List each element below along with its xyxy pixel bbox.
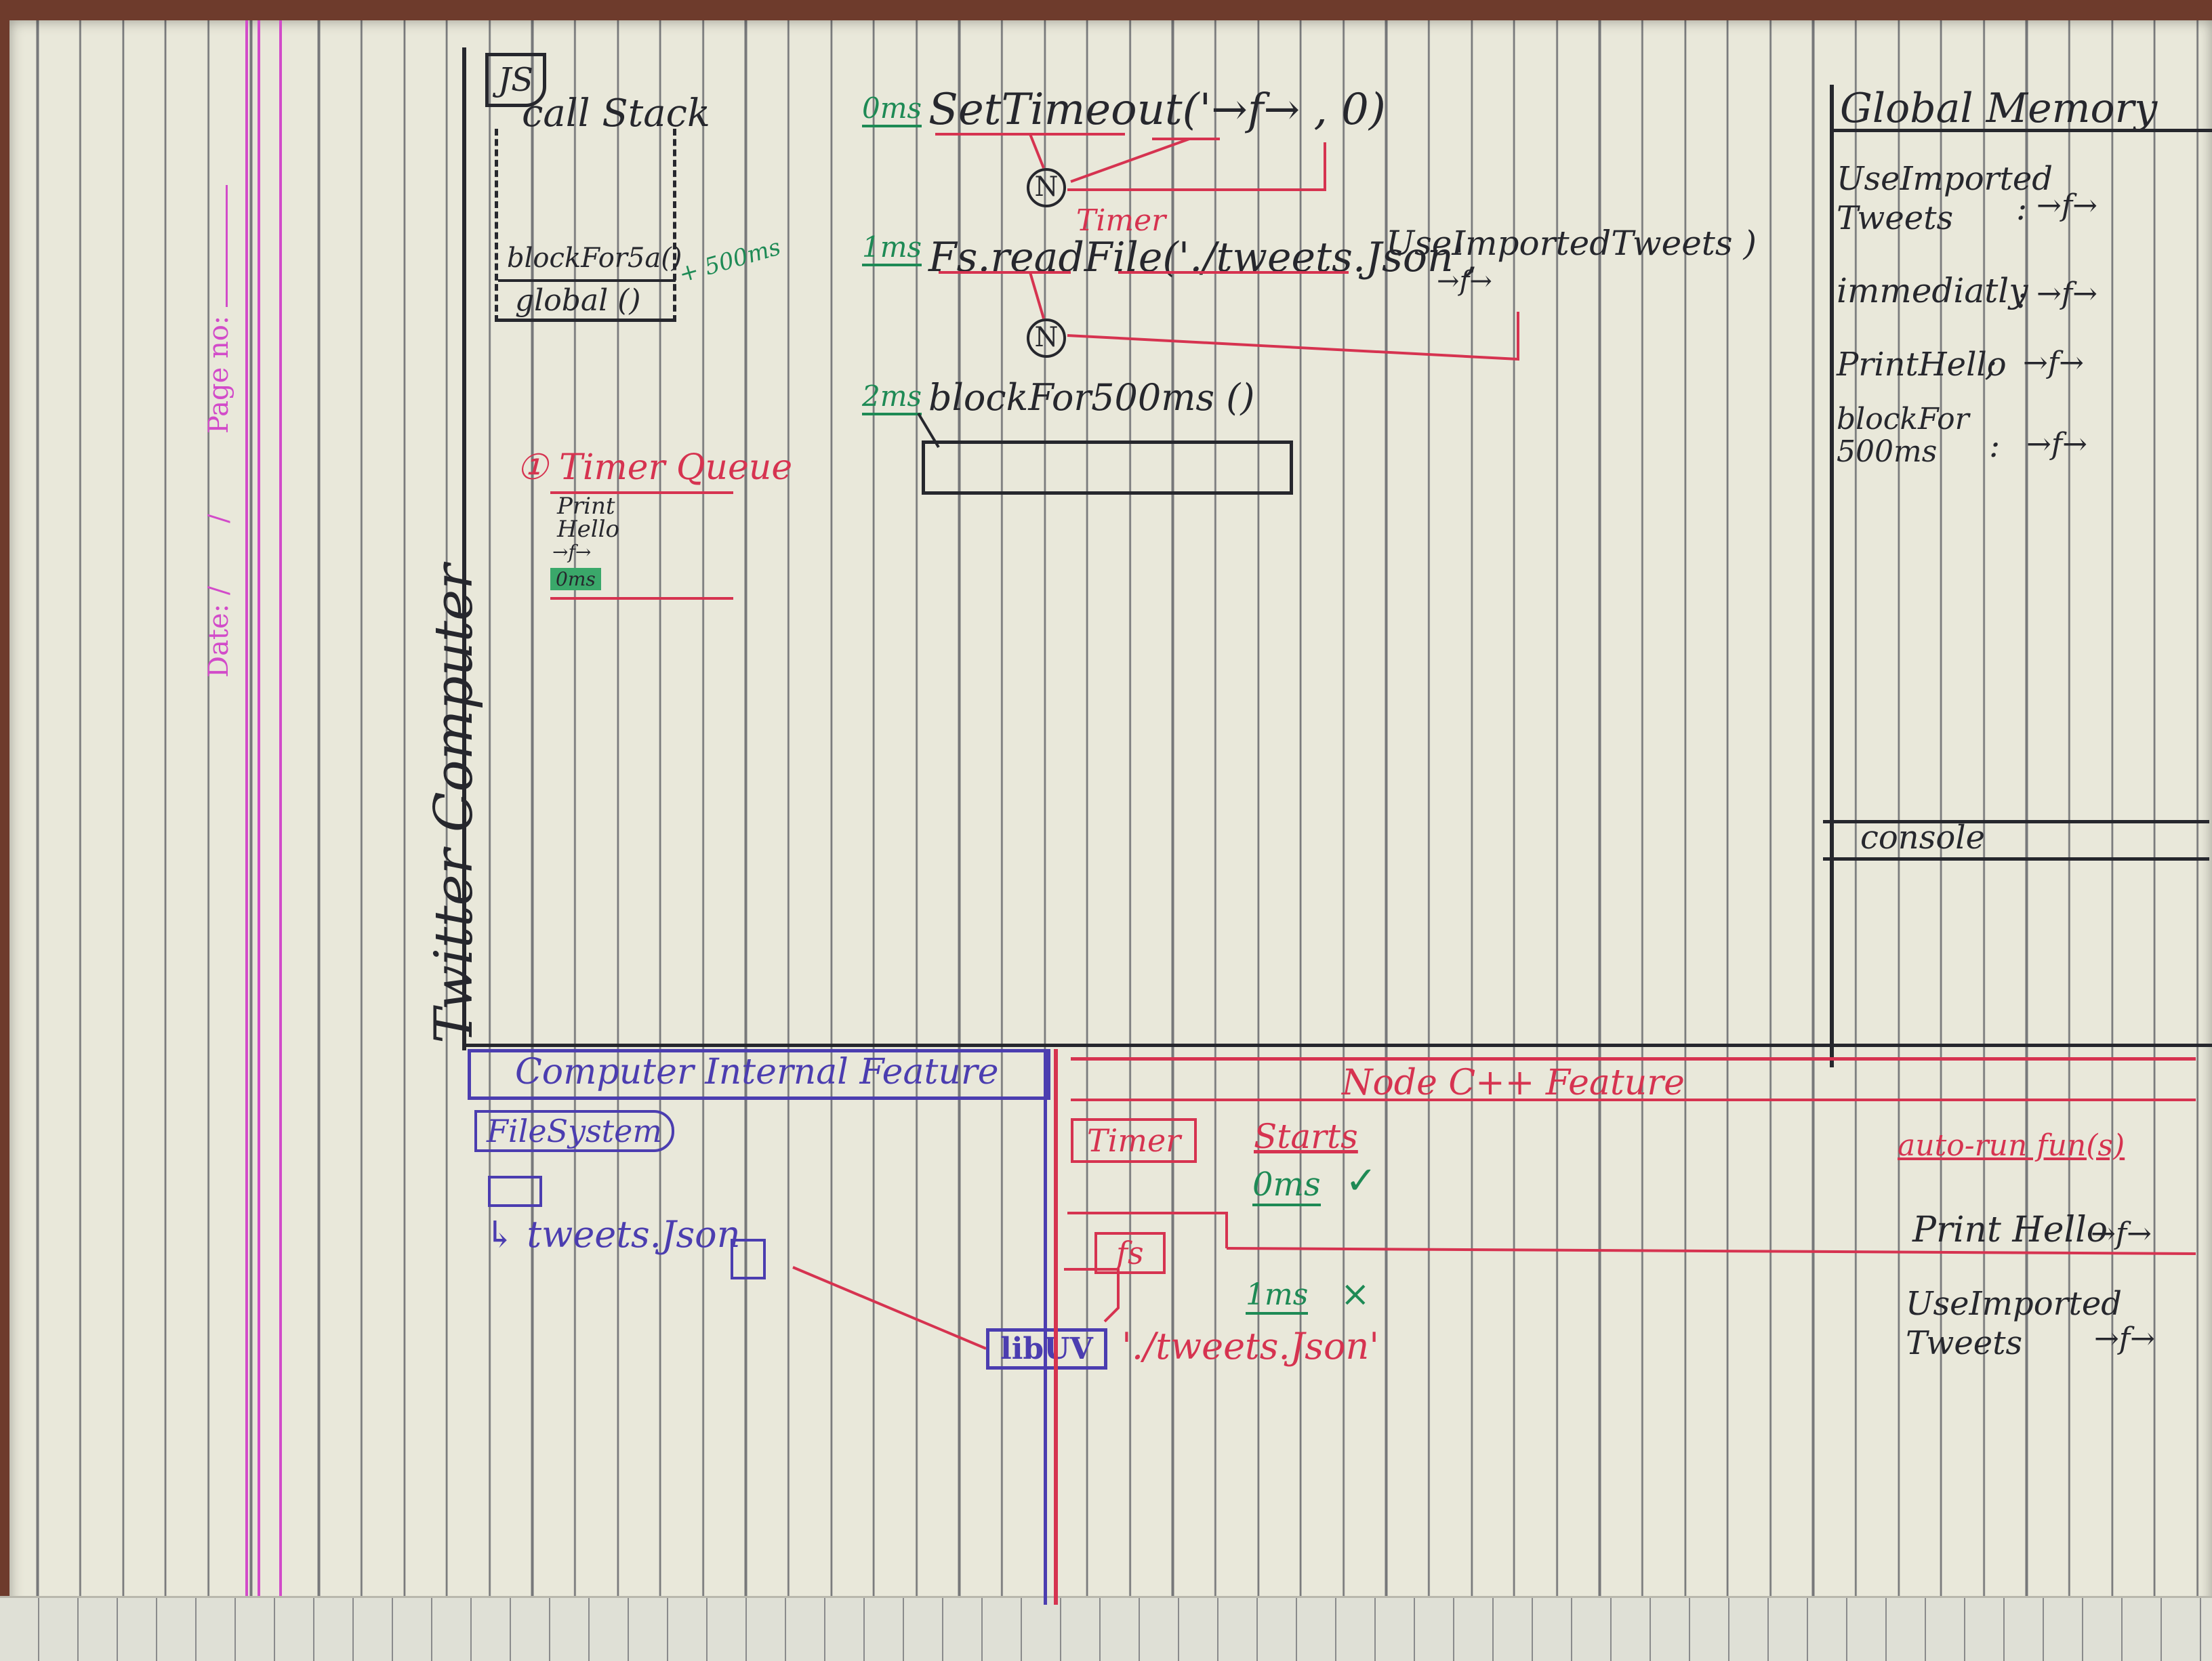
- timer-queue-item-fn: →f→: [552, 541, 592, 563]
- file-icon: [731, 1239, 766, 1279]
- call-stack-divider: [498, 279, 676, 282]
- margin-line-2: [258, 20, 260, 1606]
- timer-caption: Timer: [1076, 203, 1166, 238]
- computer-internal-header: [468, 1049, 1050, 1100]
- node-icon-1: N: [1027, 319, 1066, 358]
- timer-queue-item: Print Hello: [557, 493, 619, 543]
- node-timer-label: Timer: [1071, 1118, 1197, 1163]
- js-frame-left: [462, 47, 466, 1050]
- node-timer-start: 0ms: [1252, 1166, 1321, 1206]
- global-memory-divider: [1830, 85, 1834, 1067]
- global-memory-underline: [1833, 129, 2212, 132]
- computer-internal-right-edge: [1044, 1049, 1047, 1605]
- global-memory-entry-name-2: PrintHello: [1837, 346, 2007, 384]
- global-memory-entry-sep-3: :: [1989, 427, 2001, 465]
- file-name: ↳ tweets.Json: [485, 1213, 741, 1256]
- global-memory-entry-name-1: immediatly: [1837, 271, 2028, 310]
- global-memory-title: Global Memory: [1840, 85, 2158, 132]
- global-memory-entry-name-3: blockFor 500ms: [1837, 402, 1969, 469]
- node-fs-time: 1ms: [1246, 1277, 1309, 1315]
- js-badge: JS: [485, 53, 546, 107]
- node-fs-path: './tweets.Json': [1122, 1325, 1380, 1368]
- console-header: [1823, 820, 2209, 861]
- computer-internal-title: Computer Internal Feature: [515, 1052, 999, 1092]
- auto-run-item-fn-1: →f→: [2094, 1321, 2156, 1356]
- timeline-code-0: SetTimeout('→f→ , 0): [928, 85, 1386, 135]
- node-starts-label: Starts: [1254, 1117, 1358, 1156]
- auto-run-item-fn-0: →f→: [2091, 1216, 2152, 1251]
- node-fs-status: ×: [1340, 1274, 1370, 1315]
- timeline-arg-fn-1: →f→: [1437, 266, 1492, 297]
- global-memory-entry-fn-3: →f→: [2026, 427, 2088, 462]
- margin-line-1: [245, 20, 248, 1606]
- timeline-time-1: 1ms: [862, 230, 922, 266]
- timeline-time-0: 0ms: [862, 91, 922, 127]
- timer-queue-box: [550, 491, 733, 600]
- console-title: console: [1860, 819, 1985, 857]
- page-no-label: Page no:: [203, 315, 234, 434]
- global-memory-entry-sep-1: :: [2016, 278, 2028, 316]
- node-icon-0: N: [1027, 168, 1066, 207]
- next-page-edge: [0, 1596, 2212, 1661]
- libuv-label: libUV: [986, 1328, 1107, 1370]
- node-timer-check: ✓: [1345, 1159, 1377, 1203]
- auto-run-item-0: Print Hello: [1912, 1210, 2108, 1250]
- timeline-arg-name-1: UseImportedTweets ): [1386, 224, 1757, 263]
- call-stack-box: [495, 129, 676, 322]
- filesystem-label: FileSystem: [474, 1110, 674, 1152]
- date-label: Date:: [203, 603, 234, 678]
- auto-run-item-1: UseImported Tweets: [1906, 1285, 2122, 1362]
- node-cpp-left-edge: [1054, 1049, 1058, 1605]
- call-stack-frame-1: blockFor5a(): [507, 243, 682, 274]
- global-memory-entry-fn-2: →f→: [2023, 346, 2085, 380]
- global-memory-entry-fn-0: →f→: [2036, 188, 2098, 223]
- margin-line-3: [279, 20, 282, 1606]
- auto-run-title: auto-run fun(s): [1898, 1128, 2125, 1163]
- date-value: / /: [203, 487, 234, 596]
- global-memory-entry-sep-0: :: [2016, 190, 2028, 228]
- block-500ms-box: [922, 440, 1293, 495]
- call-stack-frame-2: global (): [515, 283, 641, 318]
- global-memory-entry-sep-2: ;: [1986, 346, 1997, 384]
- node-cpp-title: Node C++ Feature: [1342, 1063, 1685, 1103]
- folder-icon: [488, 1176, 542, 1207]
- timeline-code-2: blockFor500ms (): [928, 376, 1255, 419]
- global-memory-entry-name-0: UseImported Tweets: [1837, 160, 2053, 237]
- js-frame-bottom: [462, 1044, 2212, 1047]
- node-fs-label: fs: [1094, 1232, 1166, 1274]
- global-memory-entry-fn-1: →f→: [2036, 276, 2098, 311]
- timeline-time-2: 2ms: [862, 380, 922, 415]
- timer-queue-item-time: 0ms: [550, 568, 601, 590]
- timer-queue-title: ① Timer Queue: [516, 447, 793, 488]
- side-title: Twitter Computer: [424, 564, 485, 1044]
- date-field: Date: / /: [203, 487, 234, 678]
- page-no-field: Page no:: [203, 185, 234, 434]
- call-stack-title: call Stack: [522, 91, 710, 136]
- node-cpp-header: [1071, 1057, 2196, 1101]
